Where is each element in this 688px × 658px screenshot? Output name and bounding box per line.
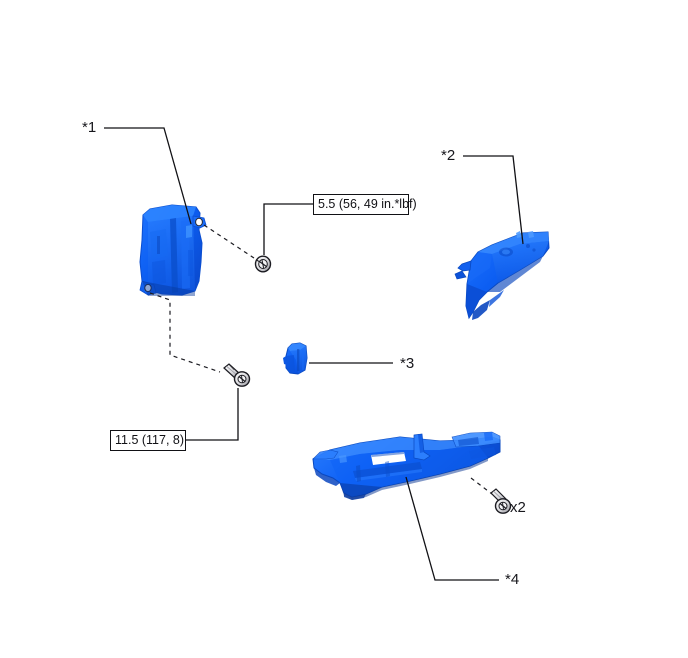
fastener-screw-1 [223,363,251,387]
assembly-dash-3 [470,477,493,495]
part-3-small-clip [283,342,308,375]
callout-label-2: *2 [441,147,456,164]
leader-line-4 [405,476,499,581]
torque-connector-1 [263,203,313,255]
torque-spec-box-2: 11.5 (117, 8) [110,430,186,451]
assembly-dash-2 [149,292,221,373]
assembly-dash-1 [203,224,255,259]
quantity-label-x2: x2 [510,499,526,516]
callout-label-4: *4 [505,571,520,588]
part-1-ac-amplifier [139,204,207,296]
part-2-side-bracket [454,231,550,320]
fastener-screw-2 [490,488,512,514]
leader-line-1 [104,127,192,225]
part-4-lower-rail [312,431,501,500]
fastener-bolt-1 [254,255,272,273]
callout-label-3: *3 [400,355,415,372]
callout-label-1: *1 [82,119,97,136]
torque-connector-2 [186,388,239,441]
leader-line-2 [463,155,524,245]
torque-spec-box-1: 5.5 (56, 49 in.*lbf) [313,194,417,215]
